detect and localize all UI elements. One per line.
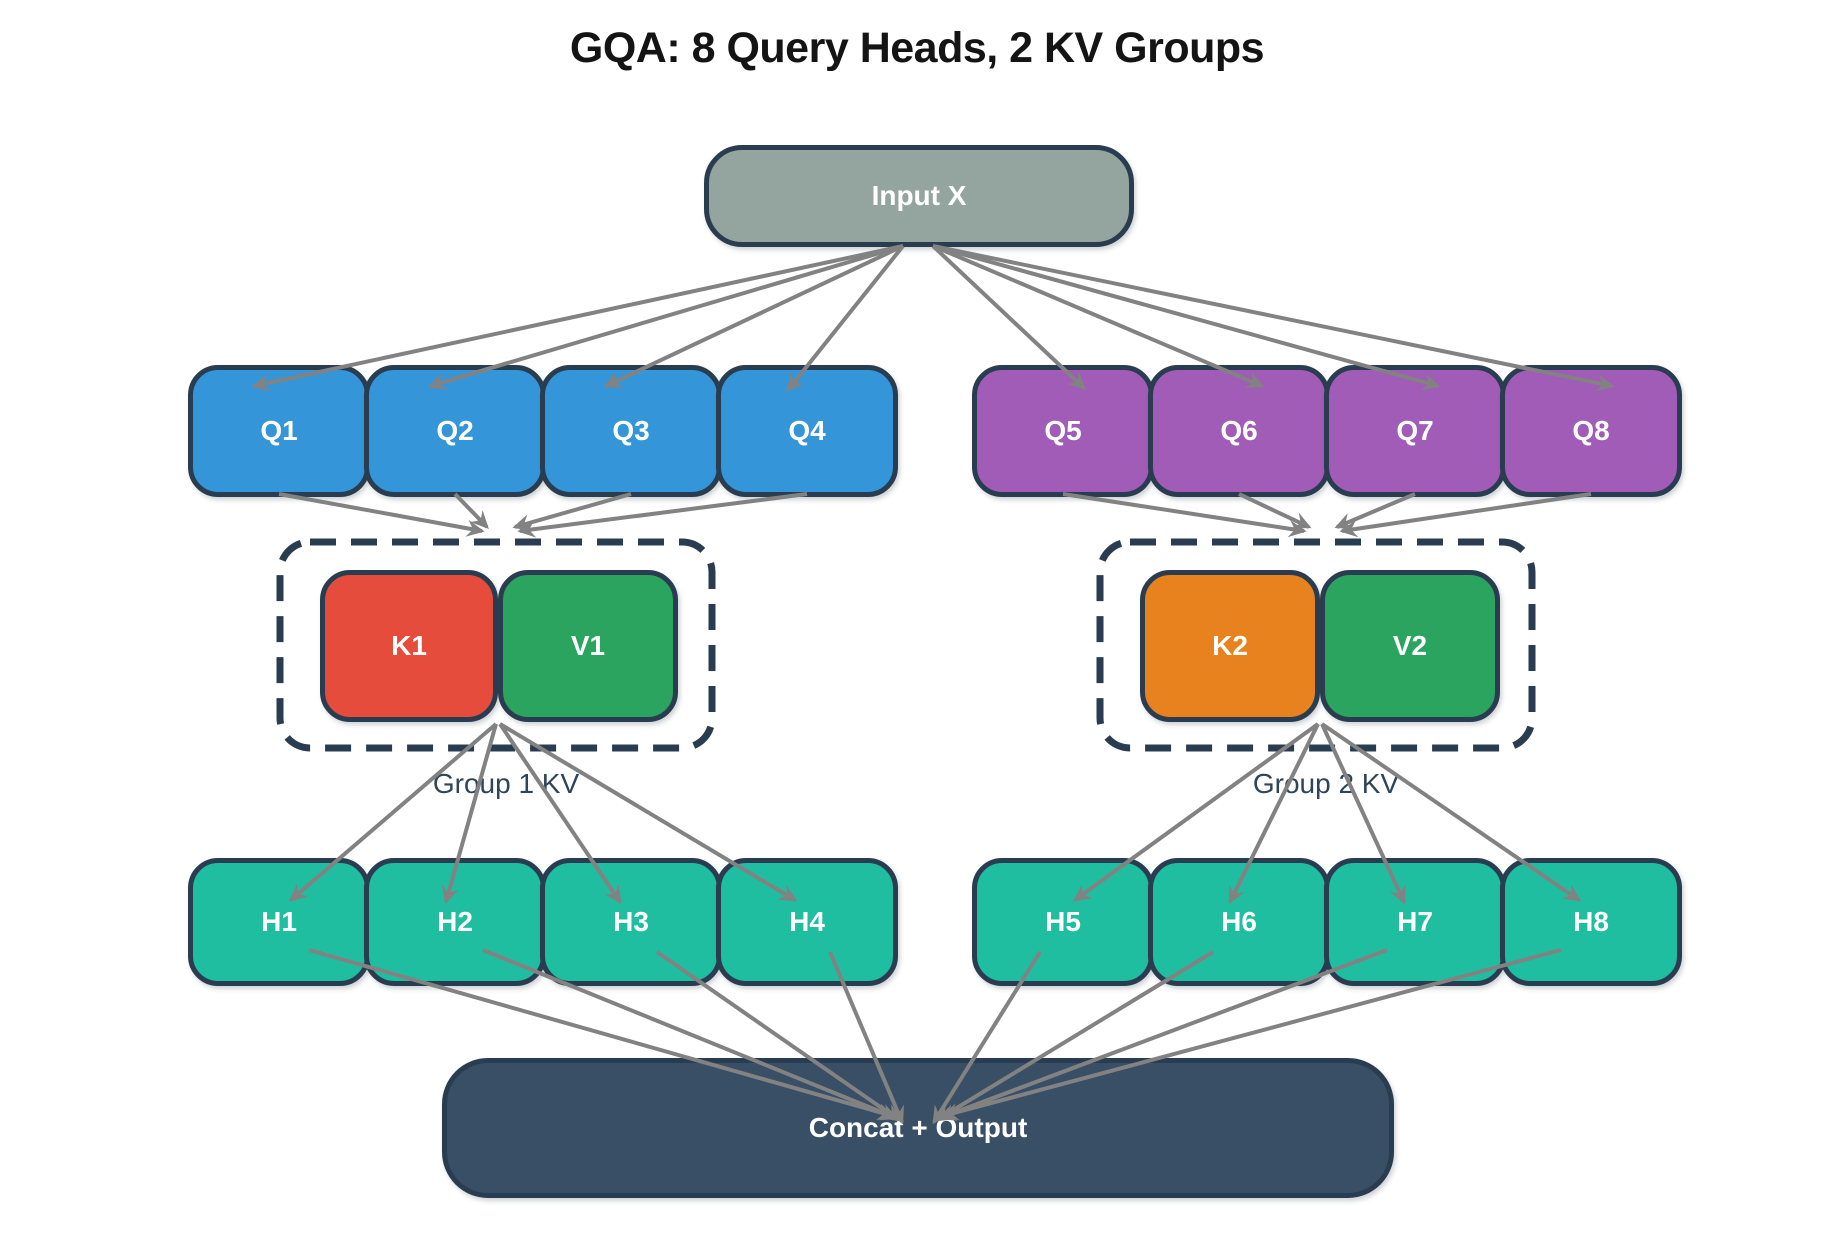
- node-h3: H3: [540, 858, 722, 986]
- node-h4: H4: [716, 858, 898, 986]
- node-q3: Q3: [540, 365, 722, 497]
- node-q4: Q4: [716, 365, 898, 497]
- diagram-title: GQA: 8 Query Heads, 2 KV Groups: [569, 24, 1265, 72]
- node-k2: K2: [1140, 570, 1320, 722]
- node-h2: H2: [364, 858, 546, 986]
- kv-group-1-label: Group 1 KV: [432, 768, 580, 799]
- arrow-q1-kv1: [278, 492, 485, 537]
- node-q7: Q7: [1324, 365, 1506, 497]
- node-q2: Q2: [364, 365, 546, 497]
- arrow-q7-kv2: [1334, 492, 1416, 529]
- node-h8: H8: [1500, 858, 1682, 986]
- arrow-q3-kv1: [512, 492, 632, 532]
- node-q8: Q8: [1500, 365, 1682, 497]
- node-k1: K1: [320, 570, 498, 722]
- node-q1: Q1: [188, 365, 370, 497]
- node-v2: V2: [1320, 570, 1500, 722]
- arrow-q6-kv2: [1238, 492, 1312, 529]
- node-h5: H5: [972, 858, 1154, 986]
- arrow-q5-kv2: [1062, 492, 1307, 538]
- node-h1: H1: [188, 858, 370, 986]
- node-q5: Q5: [972, 365, 1154, 497]
- kv-group-2-label: Group 2 KV: [1252, 768, 1400, 799]
- node-h7: H7: [1324, 858, 1506, 986]
- node-concat-output: Concat + Output: [442, 1058, 1394, 1198]
- arrow-q2-kv1: [453, 492, 489, 529]
- node-input-x: Input X: [704, 145, 1134, 247]
- arrow-q8-kv2: [1339, 492, 1592, 538]
- node-h6: H6: [1148, 858, 1330, 986]
- node-q6: Q6: [1148, 365, 1330, 497]
- node-v1: V1: [498, 570, 678, 722]
- arrow-q4-kv1: [517, 492, 808, 538]
